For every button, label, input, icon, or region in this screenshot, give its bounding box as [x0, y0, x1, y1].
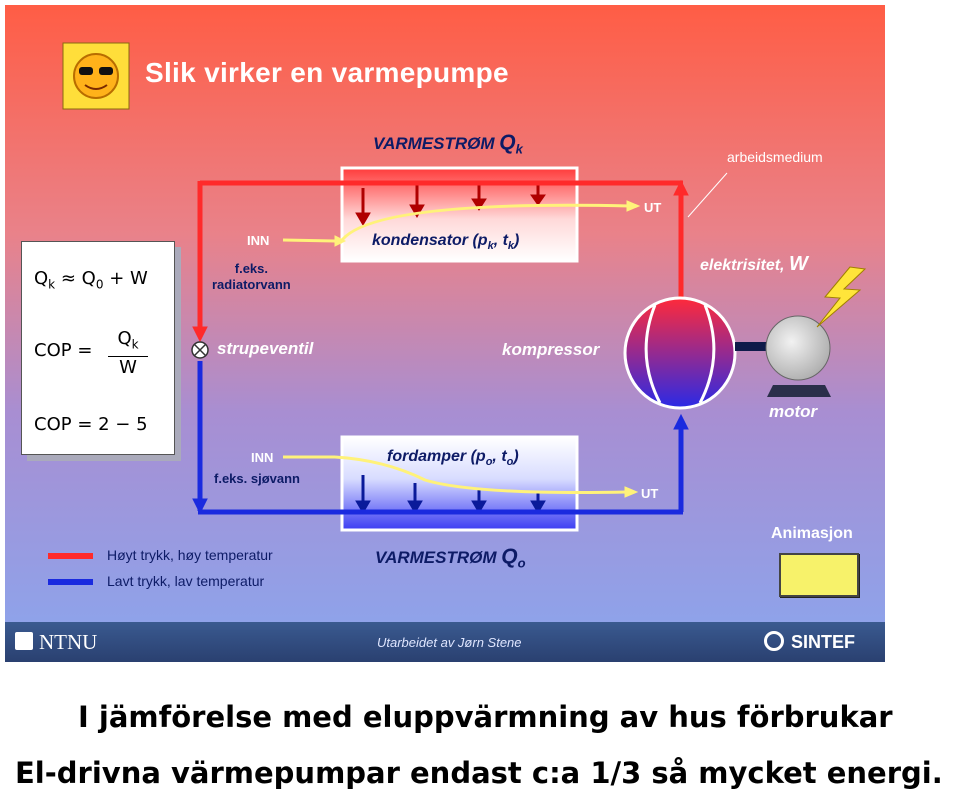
evaporator-out-label: UT [641, 486, 659, 501]
heat-flow-bottom-label: VARMESTRØM Qo [375, 545, 526, 571]
motor-icon [765, 315, 831, 397]
slide-footer: NTNU Utarbeidet av Jørn Stene SINTEF [5, 622, 885, 662]
formula-cop-fraction: Qk W [108, 328, 148, 379]
legend-swatch-cold [48, 579, 93, 585]
compressor-label: kompressor [502, 340, 600, 359]
ntnu-logo-icon [15, 632, 33, 650]
motor-label: motor [769, 402, 818, 421]
lightning-icon [816, 266, 867, 328]
condenser-out-label: UT [644, 200, 662, 215]
heat-flow-arrows-bottom [355, 475, 546, 514]
throttle-valve-icon [191, 341, 209, 359]
formula-cop-range: COP = 2 − 5 [34, 414, 148, 435]
animation-play-button[interactable] [779, 553, 859, 597]
condenser-note: f.eks. radiatorvann [212, 261, 291, 292]
cold-pipe [192, 361, 689, 515]
valve-label: strupeventil [217, 339, 314, 358]
animation-label: Animasjon [771, 525, 853, 542]
caption-line-1: I jämförelse med eluppvärmning av hus fö… [78, 700, 893, 734]
slide-title: Slik virker en varmepumpe [145, 57, 509, 88]
evaporator-in-label: INN [251, 450, 274, 465]
formula-energy-balance: Qk ≈ Q0 + W [34, 268, 148, 292]
formula-panel: Qk ≈ Q0 + W COP = Qk W COP = 2 − 5 [21, 241, 175, 455]
condenser-label: kondensator (pk, tk) [372, 232, 520, 253]
electricity-label: elektrisitet, W [700, 253, 808, 275]
water-arrow-top [282, 200, 641, 247]
legend-cold-label: Lavt trykk, lav temperatur [107, 573, 265, 589]
slide: Slik virker en varmepumpe VARMESTRØM Qk … [5, 5, 885, 662]
working-medium-pointer [687, 172, 728, 218]
hot-pipe [192, 179, 689, 343]
ntnu-logo-text: NTNU [39, 630, 98, 654]
compressor-icon [623, 296, 737, 410]
sun-icon [62, 42, 130, 110]
water-arrow-bottom [283, 455, 639, 498]
motor-shaft [735, 342, 771, 351]
evaporator-label: fordamper (po, to) [387, 448, 519, 469]
formula-cop: COP = [34, 340, 93, 361]
caption-line-2: El-drivna värmepumpar endast c:a 1/3 så … [15, 756, 943, 790]
evaporator-note: f.eks. sjøvann [214, 471, 300, 486]
credit-text: Utarbeidet av Jørn Stene [377, 635, 522, 650]
sintef-logo-text: SINTEF [791, 632, 856, 652]
legend-hot-label: Høyt trykk, høy temperatur [107, 547, 273, 563]
condenser-in-label: INN [247, 233, 270, 248]
sintef-logo-icon [764, 631, 784, 651]
heat-flow-top-label: VARMESTRØM Qk [373, 131, 523, 157]
legend-swatch-hot [48, 553, 93, 559]
working-medium-label: arbeidsmedium [727, 149, 823, 165]
